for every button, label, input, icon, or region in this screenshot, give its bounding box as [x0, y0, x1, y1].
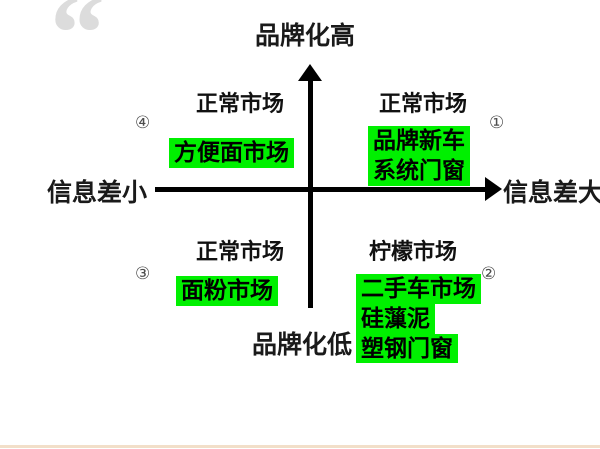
vertical-axis-line — [308, 80, 313, 308]
market-item: 品牌新车 — [368, 126, 470, 156]
right-arrow-icon — [485, 177, 502, 201]
quadrant-items-q2: 二手车市场 硅薻泥 塑钢门窗 — [356, 274, 481, 364]
quadrant-title-q1: 正常市场 — [379, 91, 468, 116]
market-item: 硅薻泥 — [356, 303, 435, 334]
quadrant-title-q4: 正常市场 — [196, 91, 285, 116]
market-item: 系统门窗 — [368, 155, 470, 186]
quadrant-items-q4: 方便面市场 — [169, 138, 294, 168]
market-item: 面粉市场 — [176, 276, 278, 306]
market-item: 塑钢门窗 — [356, 333, 458, 364]
quadrant-items-q1: 品牌新车 系统门窗 — [368, 126, 470, 186]
market-item: 方便面市场 — [169, 138, 294, 168]
quotation-mark-decoration: “ — [50, 0, 105, 94]
quadrant-number-q4: ④ — [135, 113, 151, 133]
up-arrow-icon — [298, 64, 322, 81]
axis-label-info-gap-large: 信息差大 — [503, 179, 600, 207]
quadrant-number-q1: ① — [489, 113, 505, 133]
quadrant-title-q3: 正常市场 — [196, 239, 285, 264]
quadrant-number-q2: ② — [481, 264, 497, 284]
quadrant-number-q3: ③ — [135, 264, 151, 284]
market-item: 二手车市场 — [356, 274, 481, 304]
axis-label-brand-high: 品牌化高 — [255, 22, 356, 50]
axis-label-brand-low: 品牌化低 — [252, 331, 353, 359]
horizontal-axis-line — [155, 187, 487, 192]
footer-divider — [0, 445, 600, 448]
quadrant-items-q3: 面粉市场 — [176, 276, 278, 306]
quadrant-title-q2: 柠檬市场 — [369, 239, 458, 264]
axis-label-info-gap-small: 信息差小 — [47, 179, 148, 207]
